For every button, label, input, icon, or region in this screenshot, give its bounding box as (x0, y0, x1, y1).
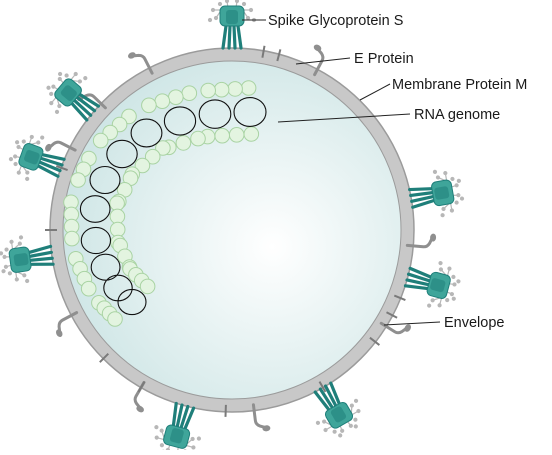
membrane-protein-leader-line (360, 84, 390, 100)
nucleocapsid-bead (108, 312, 123, 327)
nucleocapsid-bead (229, 128, 244, 143)
spike-glycoprotein-icon (208, 0, 256, 48)
nucleocapsid-bead (169, 90, 184, 105)
nucleocapsid-bead (142, 98, 157, 113)
membrane-protein-label: Membrane Protein M (392, 77, 527, 93)
nucleocapsid-bead (176, 136, 191, 151)
nucleocapsid-bead (93, 133, 108, 148)
rna-label: RNA genome (414, 107, 500, 123)
nucleocapsid-bead (244, 127, 259, 142)
nucleocapsid-bead (201, 83, 216, 98)
nucleocapsid-bead (110, 209, 125, 224)
e-protein-label: E Protein (354, 51, 414, 67)
nucleocapsid-bead (140, 279, 155, 294)
spike-glycoprotein-icon (407, 166, 467, 223)
envelope-label: Envelope (444, 315, 504, 331)
nucleocapsid-bead (191, 131, 206, 146)
envelope-leader-line (384, 322, 440, 325)
spike-label: Spike Glycoprotein S (268, 13, 403, 29)
nucleocapsid-bead (228, 82, 243, 97)
nucleocapsid-bead (110, 222, 125, 237)
nucleocapsid-bead (71, 173, 86, 188)
nucleocapsid-bead (182, 86, 197, 101)
spike-glycoprotein-icon (0, 231, 55, 286)
nucleocapsid-bead (214, 82, 229, 97)
nucleocapsid-bead (65, 231, 80, 246)
nucleocapsid-bead (81, 281, 96, 296)
nucleocapsid-bead (110, 196, 125, 211)
nucleocapsid-bead (241, 81, 256, 96)
nucleocapsid-bead (215, 128, 230, 143)
nucleocapsid-bead (155, 94, 170, 109)
